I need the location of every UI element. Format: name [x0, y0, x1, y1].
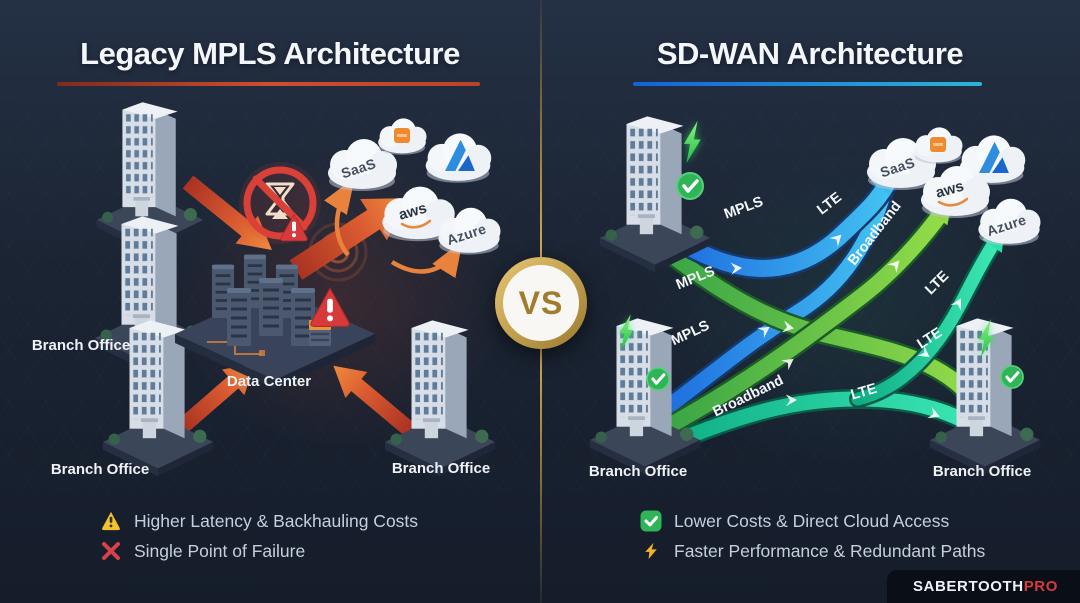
right-title-underline [633, 82, 982, 86]
no-hourglass-icon [239, 162, 321, 244]
arrow-to-azure-cloud [390, 240, 463, 279]
sdwan-diagram: MPLS LTE Broadband MPLS MPLS Broadband L… [589, 116, 1041, 480]
arrow-bottomright-to-dc [322, 352, 421, 444]
legacy-summary: Higher Latency & Backhauling Costs Singl… [100, 506, 540, 566]
sdwan-clouds: SaaS aws Azure [867, 127, 1041, 246]
aws-smile-icon [400, 219, 432, 229]
data-center [175, 253, 375, 389]
warning-triangle-icon [100, 510, 122, 532]
lightning-bolt-icon [640, 540, 662, 562]
pro-text: Lower Costs & Direct Cloud Access [674, 510, 950, 531]
lte-path-teal [851, 233, 1003, 406]
check-badge-icon [675, 171, 705, 201]
vs-badge: VS [495, 257, 587, 349]
summary-row: Lower Costs & Direct Cloud Access [640, 506, 1080, 536]
data-center-label: Data Center [227, 373, 311, 390]
broadband-path-green [650, 204, 950, 440]
aws-smile-icon [937, 197, 969, 207]
cross-path-green [644, 232, 984, 410]
path-label-mpls: MPLS [669, 317, 713, 349]
red-x-icon [100, 541, 122, 561]
sdwan-summary: Lower Costs & Direct Cloud Access Faster… [640, 506, 1080, 566]
branch-office-label: Branch Office [933, 463, 1031, 480]
green-check-icon [640, 510, 662, 532]
check-badge-icon [999, 364, 1025, 390]
mpls-lte-path-blue [649, 173, 897, 277]
con-text: Higher Latency & Backhauling Costs [134, 510, 419, 531]
diagram-svg: Branch Office Branch Office Branch Offic… [32, 102, 1041, 480]
summary-row: Higher Latency & Backhauling Costs [100, 506, 540, 536]
path-label-lte: LTE [922, 268, 952, 298]
left-panel-title: Legacy MPLS Architecture [80, 36, 460, 71]
con-text: Single Point of Failure [134, 540, 306, 561]
branch-office-label: Branch Office [51, 461, 149, 478]
brand-suffix: PRO [1023, 578, 1058, 595]
branch-office-label: Branch Office [589, 463, 687, 480]
left-title-underline [57, 82, 480, 86]
path-label-lte: LTE [849, 381, 879, 404]
check-badge-icon [645, 366, 671, 392]
brand-name: SABERTOOTH [912, 578, 1024, 595]
summary-row: Faster Performance & Redundant Paths [640, 536, 1080, 566]
summary-row: Single Point of Failure [100, 536, 540, 566]
sdwan-paths [638, 171, 1005, 455]
right-panel-title: SD-WAN Architecture [656, 36, 964, 71]
pro-text: Faster Performance & Redundant Paths [674, 540, 986, 561]
arrow-to-saas-cloud [324, 177, 355, 257]
mpls-path-blue [640, 184, 892, 430]
branch-office-building [384, 320, 496, 477]
path-label-lte: LTE [814, 189, 845, 218]
branch-office-label: Branch Office [32, 337, 130, 354]
legacy-mpls-diagram: Branch Office Branch Office Branch Offic… [32, 102, 501, 478]
legacy-clouds: SaaS aws Azure [328, 118, 501, 255]
lightning-bolt-icon [683, 120, 701, 164]
vs-label: VS [503, 265, 579, 341]
branch-office-label: Branch Office [392, 460, 490, 477]
path-label-mpls: MPLS [722, 194, 766, 223]
